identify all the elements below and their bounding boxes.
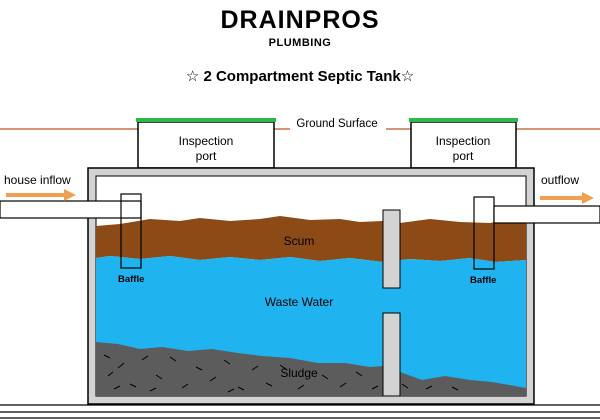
ground-label-bg — [290, 116, 386, 132]
waste-water-label: Waste Water — [265, 295, 333, 309]
inspection-port-right-label-line2: port — [453, 149, 474, 163]
scum-layer — [96, 216, 526, 262]
sludge-label: Sludge — [280, 366, 318, 380]
inspection-port-left-label-line1: Inspection — [179, 134, 234, 148]
inspection-port-left-label-line2: port — [196, 149, 217, 163]
baffle-left-label: Baffle — [118, 274, 144, 285]
brand-name: DRAINPROS — [220, 6, 380, 34]
outflow-arrow-icon — [540, 192, 594, 204]
house-inflow-label: house inflow — [4, 173, 71, 187]
brand-subtitle: PLUMBING — [268, 37, 332, 49]
partition-wall-upper — [382, 209, 401, 289]
ground-surface-label: Ground Surface — [296, 118, 377, 130]
baffle-right-label: Baffle — [470, 275, 496, 286]
partition-wall-lower — [382, 312, 401, 397]
diagram-title: ☆ 2 Compartment Septic Tank☆ — [185, 68, 415, 85]
outlet-pipe — [493, 205, 600, 224]
inflow-arrow-icon — [6, 189, 76, 201]
inspection-port-left — [137, 121, 275, 169]
outflow-label: outflow — [541, 173, 579, 187]
inspection-port-right-label-line1: Inspection — [436, 134, 491, 148]
sludge-texture — [103, 354, 459, 393]
inlet-baffle — [120, 193, 142, 269]
outlet-baffle — [473, 196, 495, 270]
scum-label: Scum — [284, 234, 315, 248]
sludge-layer — [96, 342, 526, 396]
inlet-pipe — [0, 200, 142, 219]
